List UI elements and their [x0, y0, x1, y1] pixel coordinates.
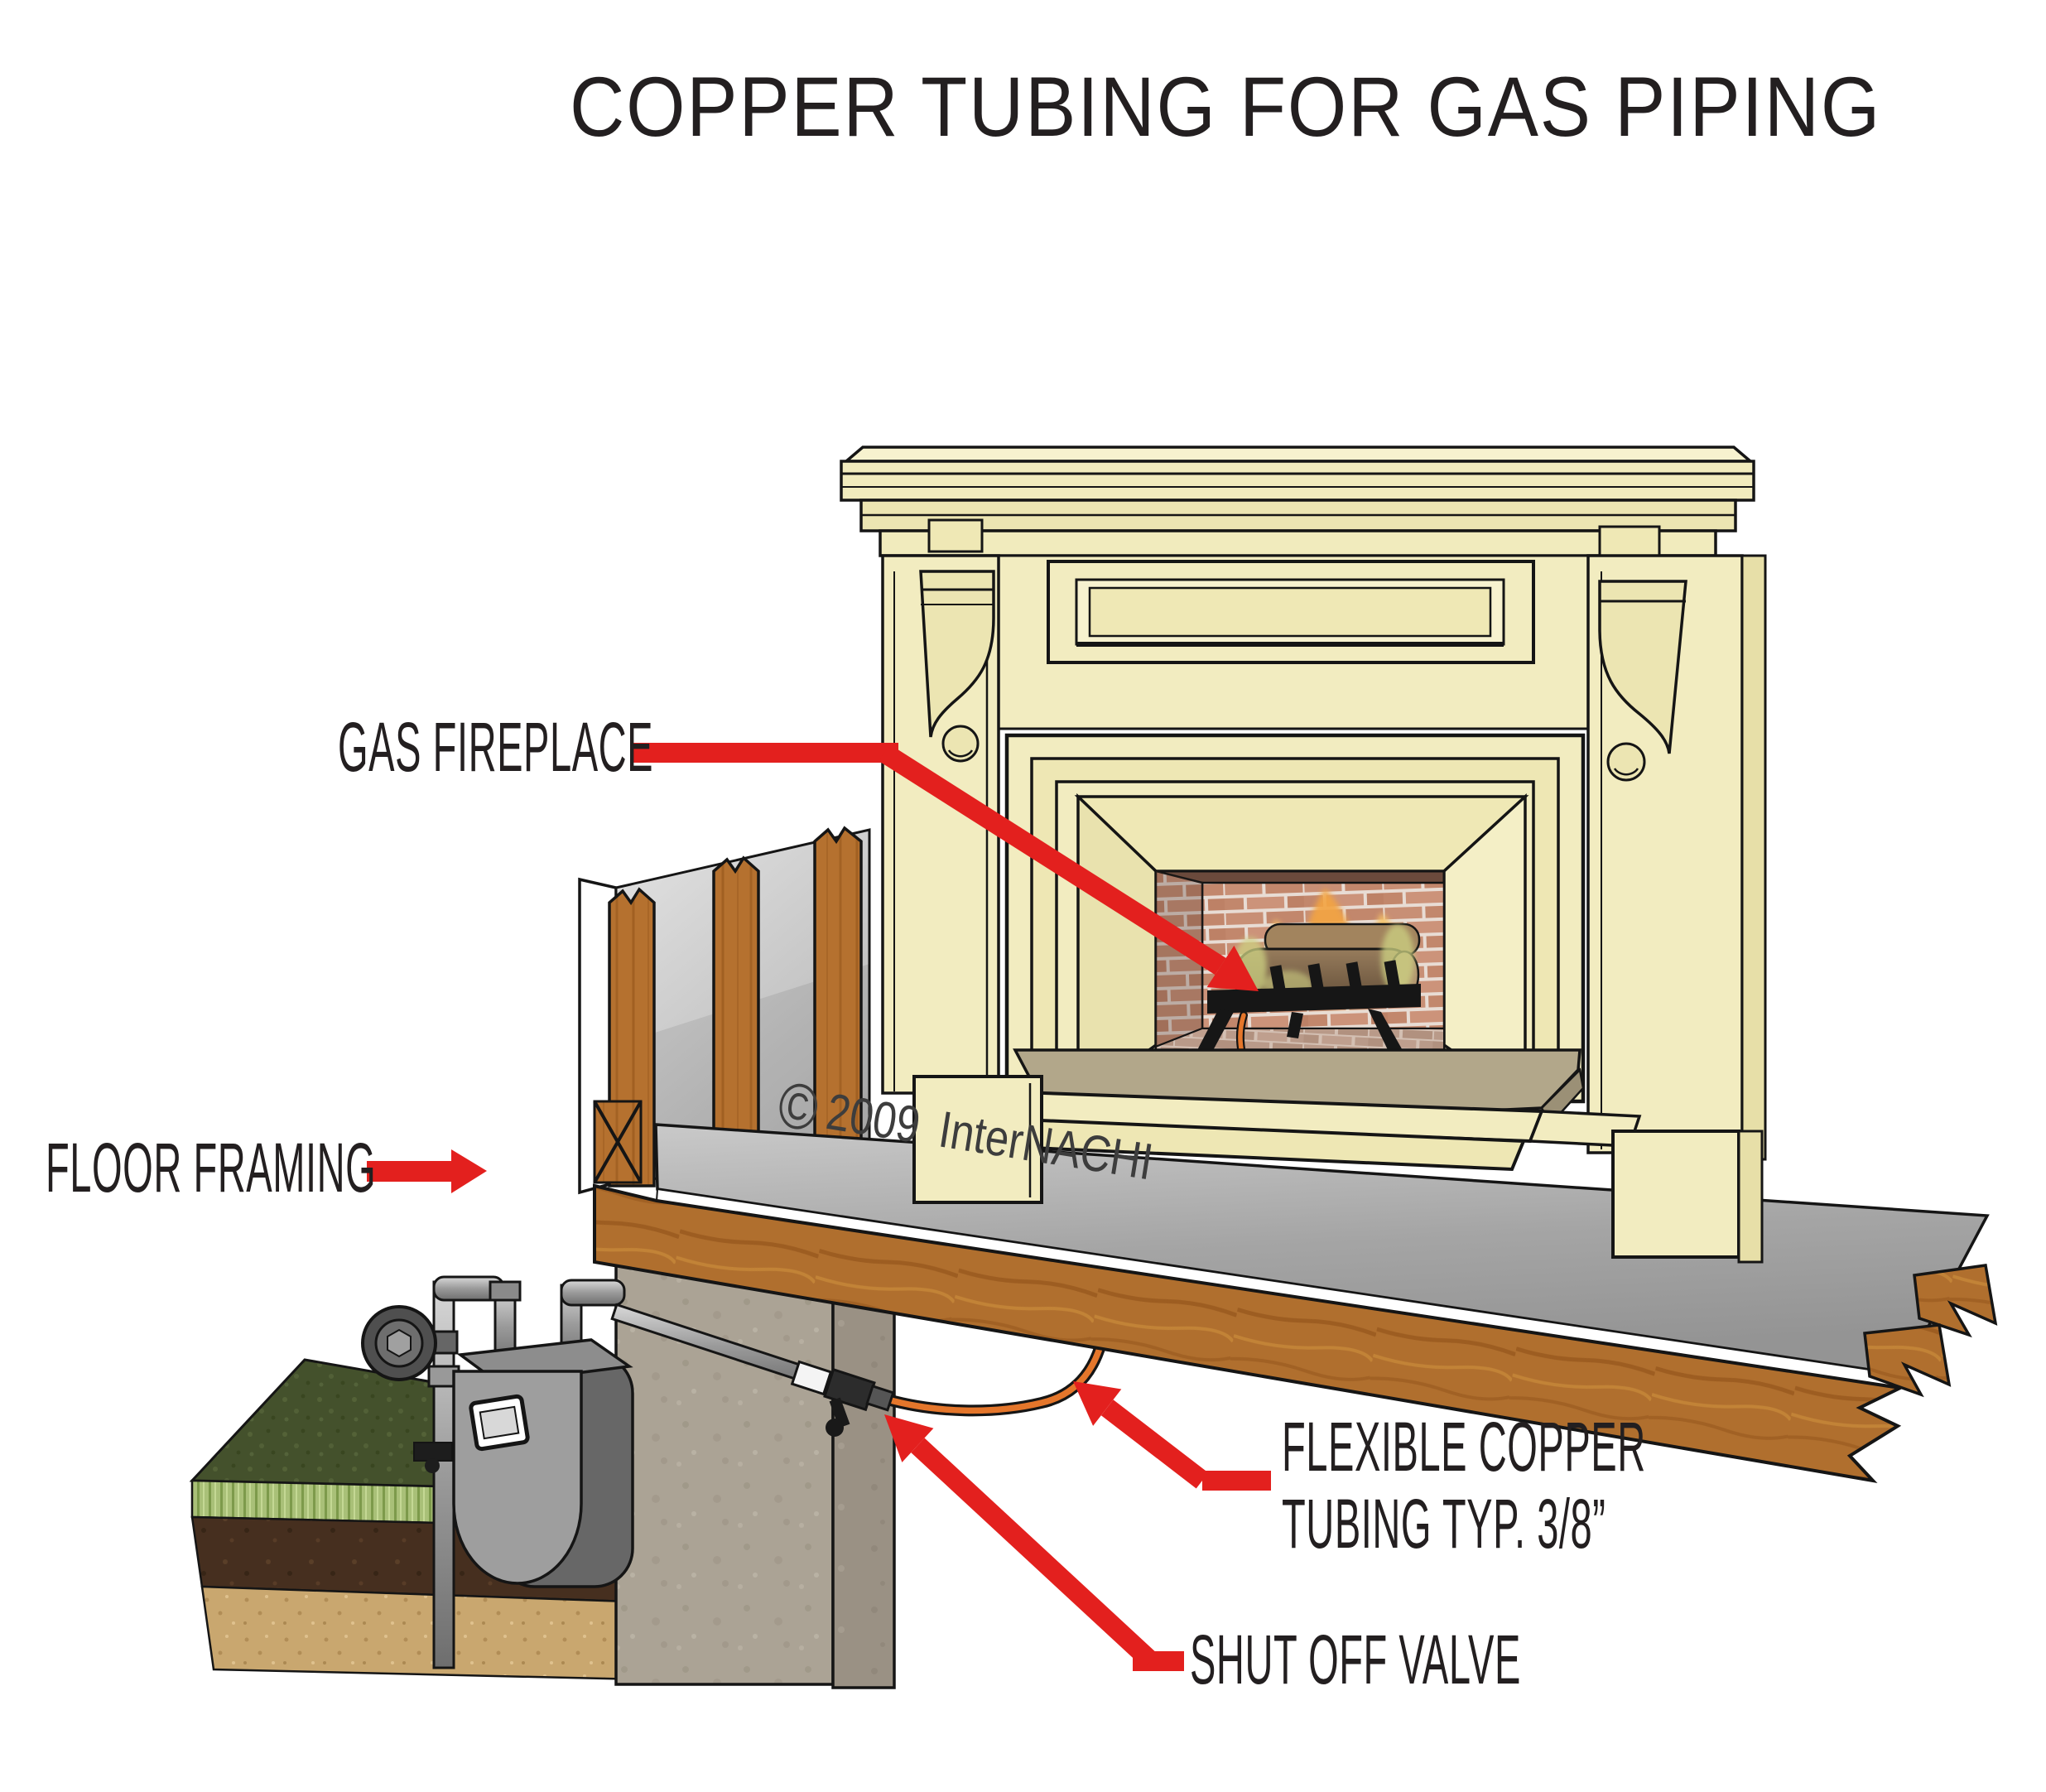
wall-stud	[813, 826, 863, 1165]
gas-fireplace-arrow	[633, 743, 1259, 991]
label-flexible-copper-line1: FLEXIBLE COPPER	[1282, 1408, 1646, 1486]
gas-meter-assembly	[361, 1275, 634, 1669]
page-title: COPPER TUBING FOR GAS PIPING	[570, 60, 1882, 154]
floor-framing-arrow	[367, 1149, 487, 1193]
copper-stub	[1235, 1011, 1248, 1057]
shut-off-valve	[823, 1367, 895, 1437]
wall-stud	[712, 855, 760, 1178]
label-flexible-copper-line2: TUBING TYP. 3/8”	[1282, 1485, 1606, 1563]
mantel-crown	[840, 446, 1755, 557]
sand-layer	[200, 1585, 641, 1681]
joist-end	[1863, 1323, 1952, 1398]
meter-regulator	[361, 1305, 459, 1381]
pipe-fitting	[489, 1280, 522, 1302]
gas-service-pipe	[610, 1303, 895, 1437]
copyright-year: 2009	[822, 1083, 924, 1154]
frieze-end-block	[1598, 525, 1661, 560]
flexible-copper-arrow	[1073, 1381, 1271, 1491]
joist-end	[1913, 1264, 1998, 1338]
gas-fireplace	[840, 446, 1767, 1264]
riser-valve	[413, 1442, 453, 1462]
riser-valve-stem	[425, 1458, 440, 1473]
wall-framing	[578, 826, 871, 1195]
pipe-union	[790, 1360, 833, 1396]
shut-off-valve-arrow	[884, 1414, 1184, 1671]
valve-handle	[829, 1397, 850, 1428]
frieze-end-block	[927, 518, 984, 553]
label-floor-framing: FLOOR FRAMING	[46, 1129, 377, 1207]
corbel-left	[919, 570, 995, 763]
callout-arrows	[367, 743, 1271, 1671]
label-gas-fireplace: GAS FIREPLACE	[338, 708, 654, 786]
outlet-elbow	[560, 1279, 626, 1307]
label-shut-off-valve: SHUT OFF VALVE	[1190, 1621, 1521, 1698]
corbel-right	[1598, 580, 1687, 782]
frieze-panel	[1047, 560, 1535, 664]
plinth-right	[1611, 1130, 1764, 1264]
plinth-left	[912, 1075, 1043, 1204]
rim-joist	[593, 1183, 1906, 1483]
x-bracing	[593, 1100, 643, 1184]
gas-meter	[452, 1338, 634, 1588]
